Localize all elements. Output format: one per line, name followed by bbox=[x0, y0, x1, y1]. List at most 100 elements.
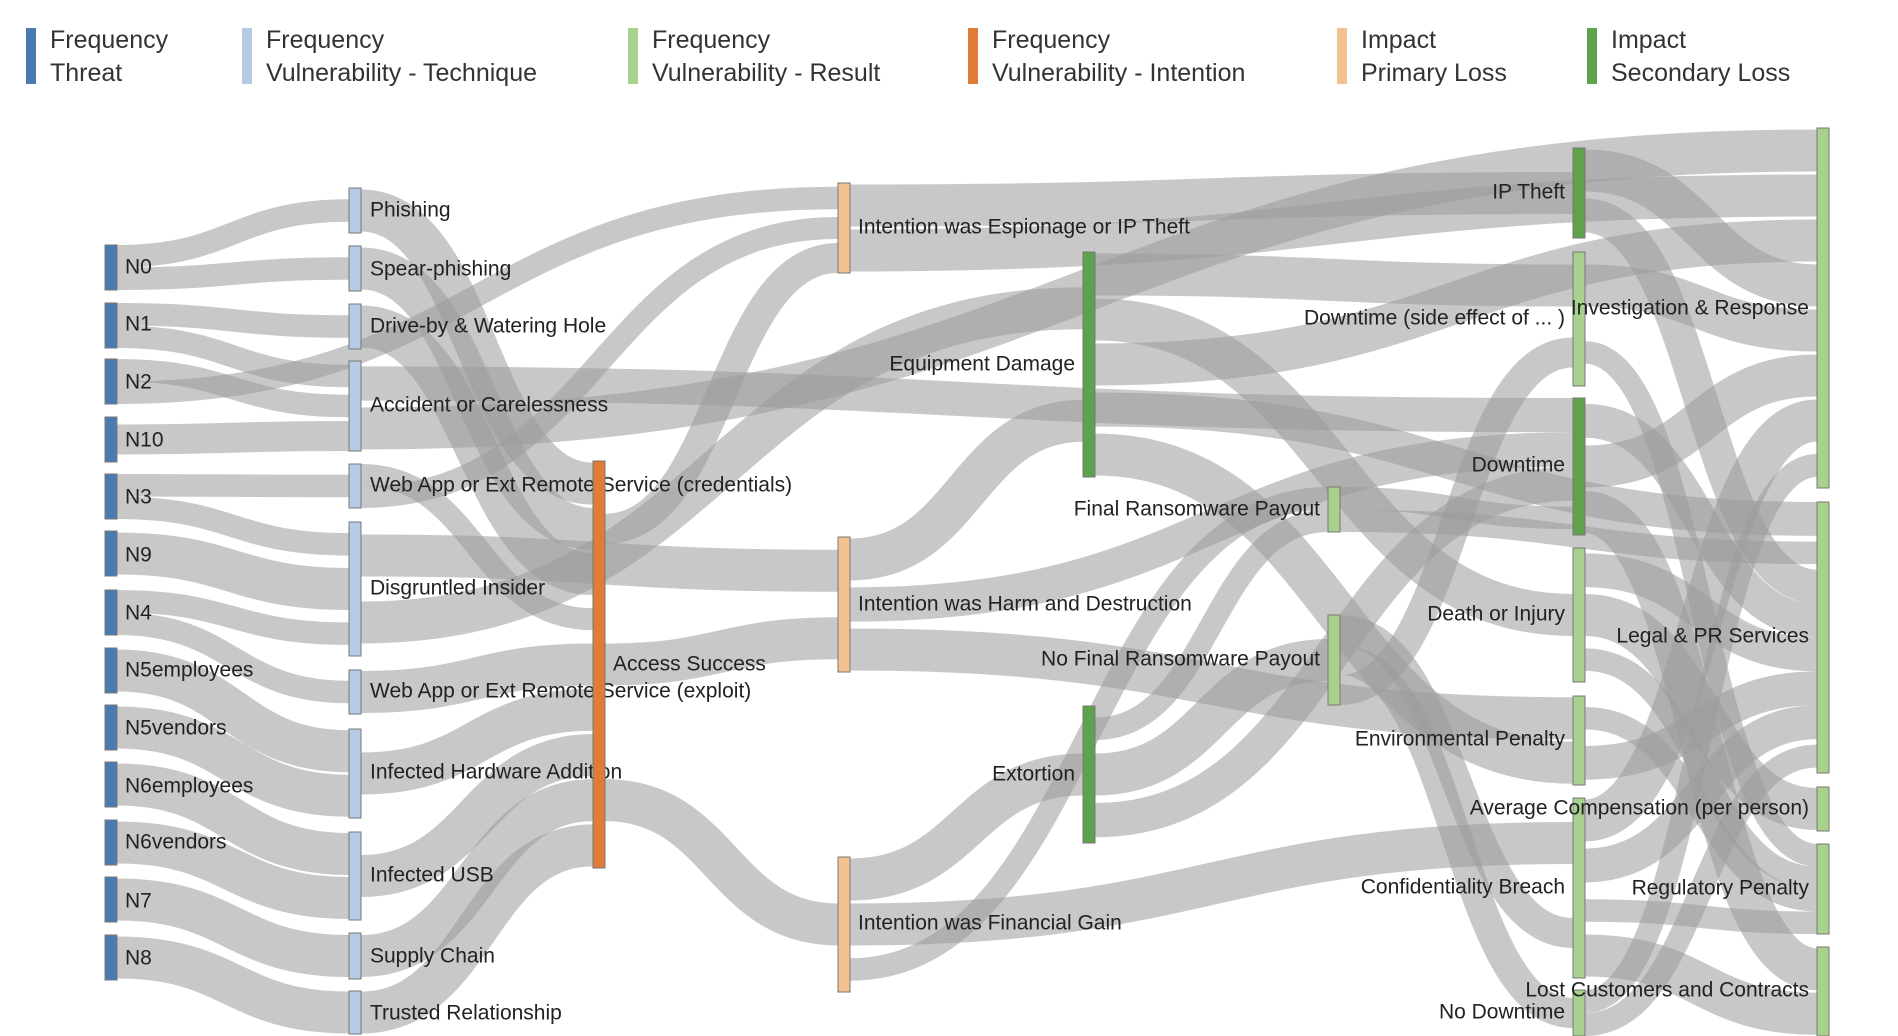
sankey-link bbox=[849, 399, 1084, 581]
sankey-node-label: IP Theft bbox=[1492, 181, 1565, 204]
sankey-node bbox=[1816, 843, 1830, 935]
sankey-node bbox=[348, 360, 362, 452]
sankey-node bbox=[104, 244, 118, 291]
sankey-link bbox=[1584, 744, 1818, 1036]
sankey-node-label: Intention was Harm and Destruction bbox=[858, 593, 1192, 616]
sankey-link bbox=[359, 189, 595, 505]
sankey-link bbox=[1582, 399, 1820, 842]
sankey-link bbox=[1094, 509, 1329, 741]
sankey-node-label: N8 bbox=[125, 947, 152, 970]
sankey-link bbox=[116, 706, 350, 817]
sankey-node-label: Web App or Ext Remote Service (credentia… bbox=[370, 474, 792, 497]
sankey-link bbox=[1094, 298, 1574, 636]
legend-label-line2: Threat bbox=[50, 59, 123, 87]
sankey-node bbox=[348, 303, 362, 350]
sankey-node bbox=[348, 521, 362, 657]
sankey-node bbox=[1572, 547, 1586, 683]
sankey-node bbox=[1572, 397, 1586, 536]
sankey-node-label: Web App or Ext Remote Service (exploit) bbox=[370, 680, 751, 703]
sankey-node-label: No Downtime bbox=[1439, 1001, 1565, 1024]
sankey-node bbox=[1816, 501, 1830, 774]
sankey-link bbox=[116, 878, 350, 977]
sankey-node-label: Average Compensation (per person) bbox=[1470, 797, 1809, 820]
legend-label-line1: Frequency bbox=[266, 26, 385, 54]
sankey-link bbox=[116, 186, 839, 404]
sankey-link bbox=[360, 643, 594, 713]
sankey-node bbox=[104, 876, 118, 923]
sankey-node-label: Lost Customers and Contracts bbox=[1525, 979, 1809, 1002]
sankey-node bbox=[348, 463, 362, 509]
sankey-node bbox=[104, 761, 118, 808]
sankey-node bbox=[837, 536, 851, 673]
sankey-link bbox=[116, 421, 350, 455]
legend-label-line1: Frequency bbox=[50, 26, 169, 54]
sankey-link bbox=[360, 688, 594, 795]
sankey-link bbox=[116, 474, 350, 498]
sankey-node bbox=[1327, 614, 1341, 706]
sankey-link bbox=[360, 733, 594, 897]
sankey-node-label: N3 bbox=[125, 486, 152, 509]
sankey-node-label: No Final Ransomware Payout bbox=[1041, 648, 1320, 671]
sankey-node bbox=[1572, 251, 1586, 387]
sankey-node-label: N4 bbox=[125, 602, 152, 625]
sankey-link bbox=[360, 366, 1574, 433]
legend-swatch bbox=[242, 28, 252, 84]
sankey-node-label: Disgruntled Insider bbox=[370, 577, 545, 600]
legend-swatch bbox=[26, 28, 36, 84]
sankey-node bbox=[348, 669, 362, 715]
sankey-node-label: Access Success bbox=[613, 653, 766, 676]
sankey-node bbox=[1816, 786, 1830, 832]
sankey-node bbox=[1816, 127, 1830, 489]
sankey-link bbox=[359, 779, 595, 977]
sankey-node-label: Equipment Damage bbox=[889, 353, 1075, 376]
sankey-node-label: Supply Chain bbox=[370, 945, 495, 968]
sankey-node bbox=[348, 728, 362, 819]
sankey-node bbox=[1572, 797, 1586, 979]
sankey-link bbox=[1338, 615, 1575, 948]
sankey-node-label: Downtime bbox=[1472, 454, 1565, 477]
legend-swatch bbox=[968, 28, 978, 84]
sankey-link bbox=[1584, 264, 1818, 352]
legend-label-line2: Secondary Loss bbox=[1611, 59, 1791, 87]
nodes-layer: N0N1N2N10N3N9N4N5employeesN5vendorsN6emp… bbox=[104, 127, 1830, 1036]
sankey-node bbox=[348, 990, 362, 1035]
legend-label-line2: Vulnerability - Technique bbox=[266, 59, 537, 87]
sankey-link bbox=[116, 257, 350, 290]
sankey-node-label: N2 bbox=[125, 371, 152, 394]
sankey-link bbox=[1584, 149, 1818, 307]
sankey-node-label: Intention was Financial Gain bbox=[858, 912, 1122, 935]
sankey-node-label: N6vendors bbox=[125, 831, 227, 854]
legend-swatch bbox=[628, 28, 638, 84]
sankey-node-label: Death or Injury bbox=[1427, 603, 1565, 626]
sankey-node-label: Confidentiality Breach bbox=[1361, 876, 1565, 899]
sankey-link bbox=[604, 617, 839, 686]
sankey-node bbox=[1082, 251, 1096, 478]
sankey-node-label: Environmental Penalty bbox=[1355, 728, 1566, 751]
sankey-link bbox=[116, 821, 350, 919]
sankey-link bbox=[360, 217, 839, 508]
sankey-node bbox=[104, 302, 118, 349]
sankey-node bbox=[104, 934, 118, 981]
sankey-node bbox=[104, 530, 118, 577]
sankey-node-label: Drive-by & Watering Hole bbox=[370, 315, 606, 338]
sankey-node-label: Downtime (side effect of ... ) bbox=[1304, 307, 1565, 330]
sankey-node-label: Legal & PR Services bbox=[1616, 625, 1809, 648]
sankey-node-label: Accident or Carelessness bbox=[370, 394, 608, 417]
sankey-link bbox=[116, 532, 350, 610]
sankey-node bbox=[104, 358, 118, 405]
sankey-link bbox=[1094, 219, 1818, 386]
sankey-link bbox=[603, 243, 840, 544]
sankey-node bbox=[1572, 989, 1586, 1036]
sankey-node-label: N10 bbox=[125, 429, 164, 452]
sankey-node bbox=[104, 819, 118, 866]
sankey-link bbox=[116, 590, 350, 645]
sankey-node bbox=[104, 704, 118, 751]
sankey-node-label: Investigation & Response bbox=[1571, 297, 1809, 320]
sankey-node-label: N1 bbox=[125, 313, 152, 336]
sankey-link bbox=[116, 763, 350, 875]
